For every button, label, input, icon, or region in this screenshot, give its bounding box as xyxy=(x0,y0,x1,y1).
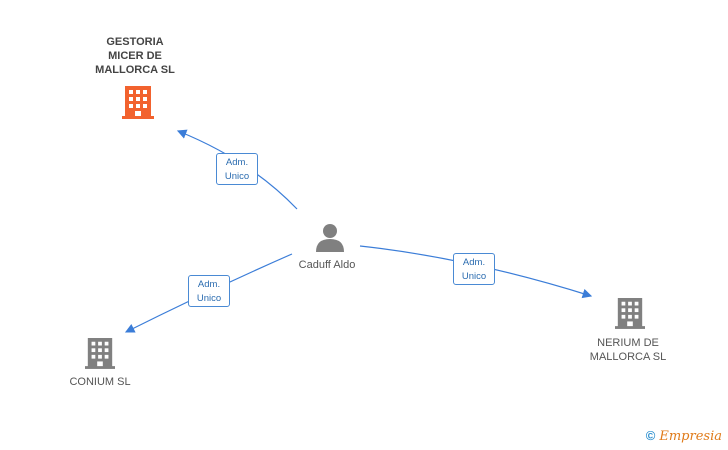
building-icon[interactable] xyxy=(615,296,645,330)
edge-label-conium: Adm. Unico xyxy=(188,275,230,307)
edge-role-line1: Adm. xyxy=(462,257,486,268)
person-label[interactable]: Caduff Aldo xyxy=(298,259,356,271)
edge-label-nerium: Adm. Unico xyxy=(453,253,495,285)
nerium-label[interactable]: NERIUM DE MALLORCA SL xyxy=(589,337,667,363)
footer-brand[interactable]: ©Empresia xyxy=(646,428,722,444)
building-icon[interactable] xyxy=(122,84,154,120)
edge-role-line1: Adm. xyxy=(225,157,249,168)
edge-label-gestoria: Adm. Unico xyxy=(216,153,258,185)
edge-role-line1: Adm. xyxy=(197,279,221,290)
conium-label[interactable]: CONIUM SL xyxy=(69,376,131,388)
gestoria-label[interactable]: GESTORIA MICER DE MALLORCA SL xyxy=(95,36,175,76)
person-icon[interactable] xyxy=(315,222,345,252)
building-icon[interactable] xyxy=(85,336,115,370)
edge-role-line2: Unico xyxy=(224,171,250,182)
copyright-icon: © xyxy=(645,428,656,443)
brand-name: Empresia xyxy=(659,429,722,444)
edge-role-line2: Unico xyxy=(196,293,222,304)
edge-role-line2: Unico xyxy=(461,271,487,282)
